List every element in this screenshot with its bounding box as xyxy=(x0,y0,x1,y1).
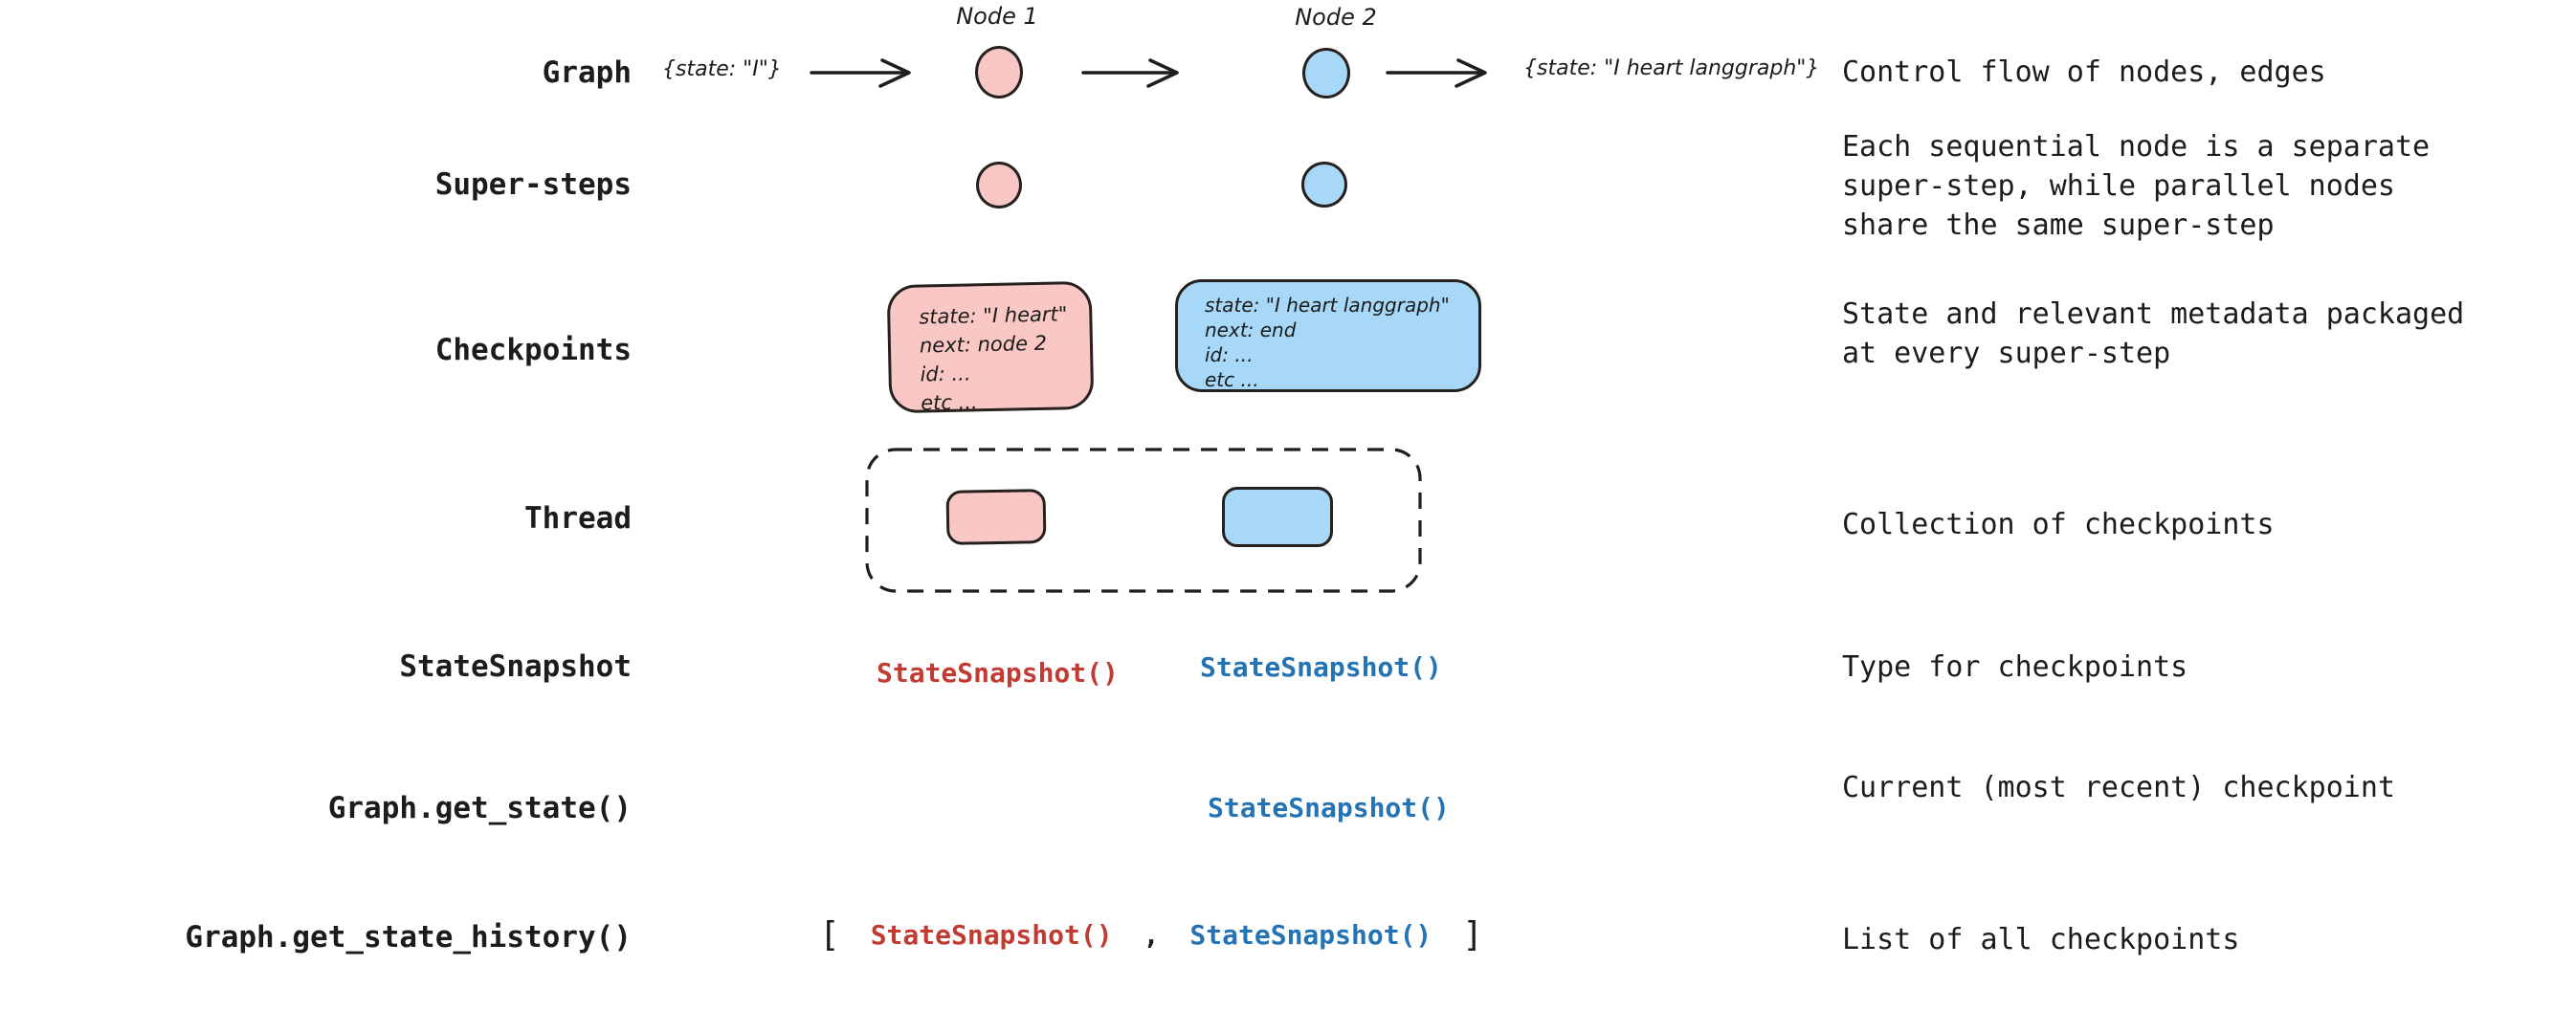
graph-input-state-text: {state: "I"} xyxy=(662,57,782,81)
arrow-node2-to-output xyxy=(1386,58,1487,88)
row-label-get-state: Graph.get_state() xyxy=(327,791,632,825)
row-label-statesnapshot: StateSnapshot xyxy=(399,649,632,684)
row-desc-get-state: Current (most recent) checkpoint xyxy=(1842,771,2395,804)
superstep-node2-circle xyxy=(1301,162,1347,208)
row-label-checkpoints: Checkpoints xyxy=(434,333,632,367)
row-label-super-steps: Super-steps xyxy=(434,167,632,202)
superstep-node1-circle xyxy=(976,162,1022,209)
row-desc-graph: Control flow of nodes, edges xyxy=(1842,55,2326,89)
row-desc-statesnapshot: Type for checkpoints xyxy=(1842,650,2188,684)
thread-checkpoint-node2 xyxy=(1222,487,1333,547)
get-state-history-list: [ StateSnapshot() , StateSnapshot() ] xyxy=(819,914,1483,956)
history-open-bracket: [ xyxy=(819,915,840,955)
node2-circle xyxy=(1302,48,1350,99)
node1-circle xyxy=(975,46,1023,99)
history-close-bracket: ] xyxy=(1462,915,1483,955)
row-label-graph: Graph xyxy=(542,55,632,90)
history-snapshot-blue: StateSnapshot() xyxy=(1189,919,1432,951)
node2-label: Node 2 xyxy=(1295,4,1377,31)
statesnapshot-red: StateSnapshot() xyxy=(877,657,1119,689)
graph-output-state-text: {state: "I heart langgraph"} xyxy=(1523,56,1820,80)
row-desc-checkpoints: State and relevant metadata packaged at … xyxy=(1842,297,2465,370)
node1-label: Node 1 xyxy=(956,3,1038,30)
arrow-node1-to-node2 xyxy=(1081,58,1179,88)
checkpoint-card-node2-text: state: "I heart langgraph" next: end id:… xyxy=(1205,294,1450,391)
row-desc-thread: Collection of checkpoints xyxy=(1842,508,2275,541)
row-desc-super-steps: Each sequential node is a separate super… xyxy=(1842,130,2431,242)
history-comma: , xyxy=(1143,919,1160,951)
statesnapshot-blue: StateSnapshot() xyxy=(1200,651,1442,683)
history-snapshot-red: StateSnapshot() xyxy=(870,919,1113,951)
checkpoint-card-node2: state: "I heart langgraph" next: end id:… xyxy=(1175,279,1481,392)
row-label-thread: Thread xyxy=(524,501,632,536)
get-state-result-snapshot: StateSnapshot() xyxy=(1208,792,1450,823)
thread-checkpoint-node1 xyxy=(945,489,1047,545)
checkpoint-card-node1: state: "I heart" next: node 2 id: ... et… xyxy=(886,280,1095,415)
row-desc-get-state-history: List of all checkpoints xyxy=(1842,923,2240,956)
checkpoint-card-node1-text: state: "I heart" next: node 2 id: ... et… xyxy=(919,302,1068,415)
arrow-input-to-node1 xyxy=(810,58,911,88)
row-label-get-state-history: Graph.get_state_history() xyxy=(185,920,632,955)
thread-boundary xyxy=(865,448,1422,593)
